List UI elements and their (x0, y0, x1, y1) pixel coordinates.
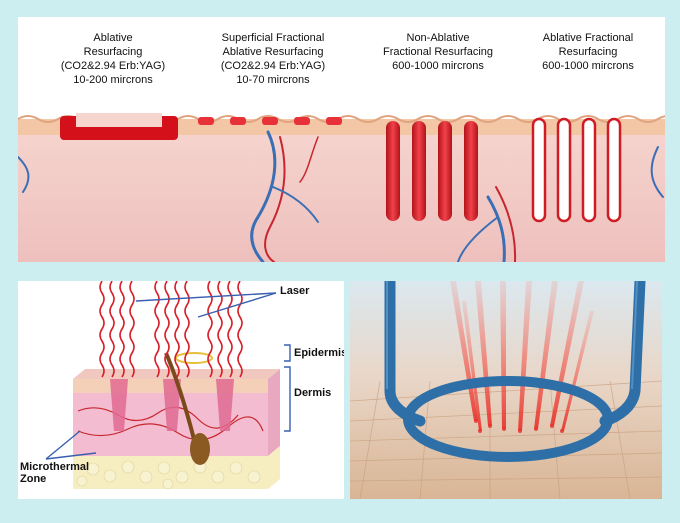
fat-layer (73, 446, 280, 489)
laser-label: Laser (280, 285, 310, 297)
label-non-ablative-fractional: Non-Ablative Fractional Resurfacing 600-… (382, 32, 494, 72)
follicle-ring (175, 352, 213, 364)
hair-follicle (190, 433, 210, 465)
resurfacing-comparison-panel: Ablative Resurfacing (CO2&2.94 Erb:YAG) … (18, 17, 665, 262)
skin-cross-section (18, 113, 665, 262)
skin-block-diagram (45, 281, 291, 490)
laser-pointer-lines (135, 292, 277, 318)
epidermis-layer (18, 119, 665, 135)
laser-handpiece-illustration (350, 281, 662, 499)
microthermal-columns (110, 379, 234, 431)
fractional-laser-diagram-panel: Laser Epidermis Dermis Microthermal Zone (18, 281, 344, 499)
treatment-spots (474, 419, 564, 433)
label-superficial-fractional: Superficial Fractional Ablative Resurfac… (220, 32, 326, 86)
ablative-fractional-columns (531, 117, 622, 223)
non-ablative-columns (386, 121, 478, 221)
dermis-label: Dermis (294, 387, 332, 399)
label-ablative-fractional: Ablative Fractional Resurfacing 600-1000… (542, 32, 634, 72)
superficial-fractional-zones (198, 117, 342, 125)
microthermal-zone-label: Microthermal Zone (20, 461, 90, 485)
handpiece-render (350, 281, 662, 499)
layer-brackets (284, 344, 291, 432)
epidermis-label: Epidermis (294, 347, 344, 359)
label-ablative-resurfacing: Ablative Resurfacing (CO2&2.94 Erb:YAG) … (60, 32, 166, 86)
blood-vessels (18, 130, 664, 262)
microthermal-pointer-lines (45, 430, 97, 460)
handpiece-frame (384, 281, 646, 462)
